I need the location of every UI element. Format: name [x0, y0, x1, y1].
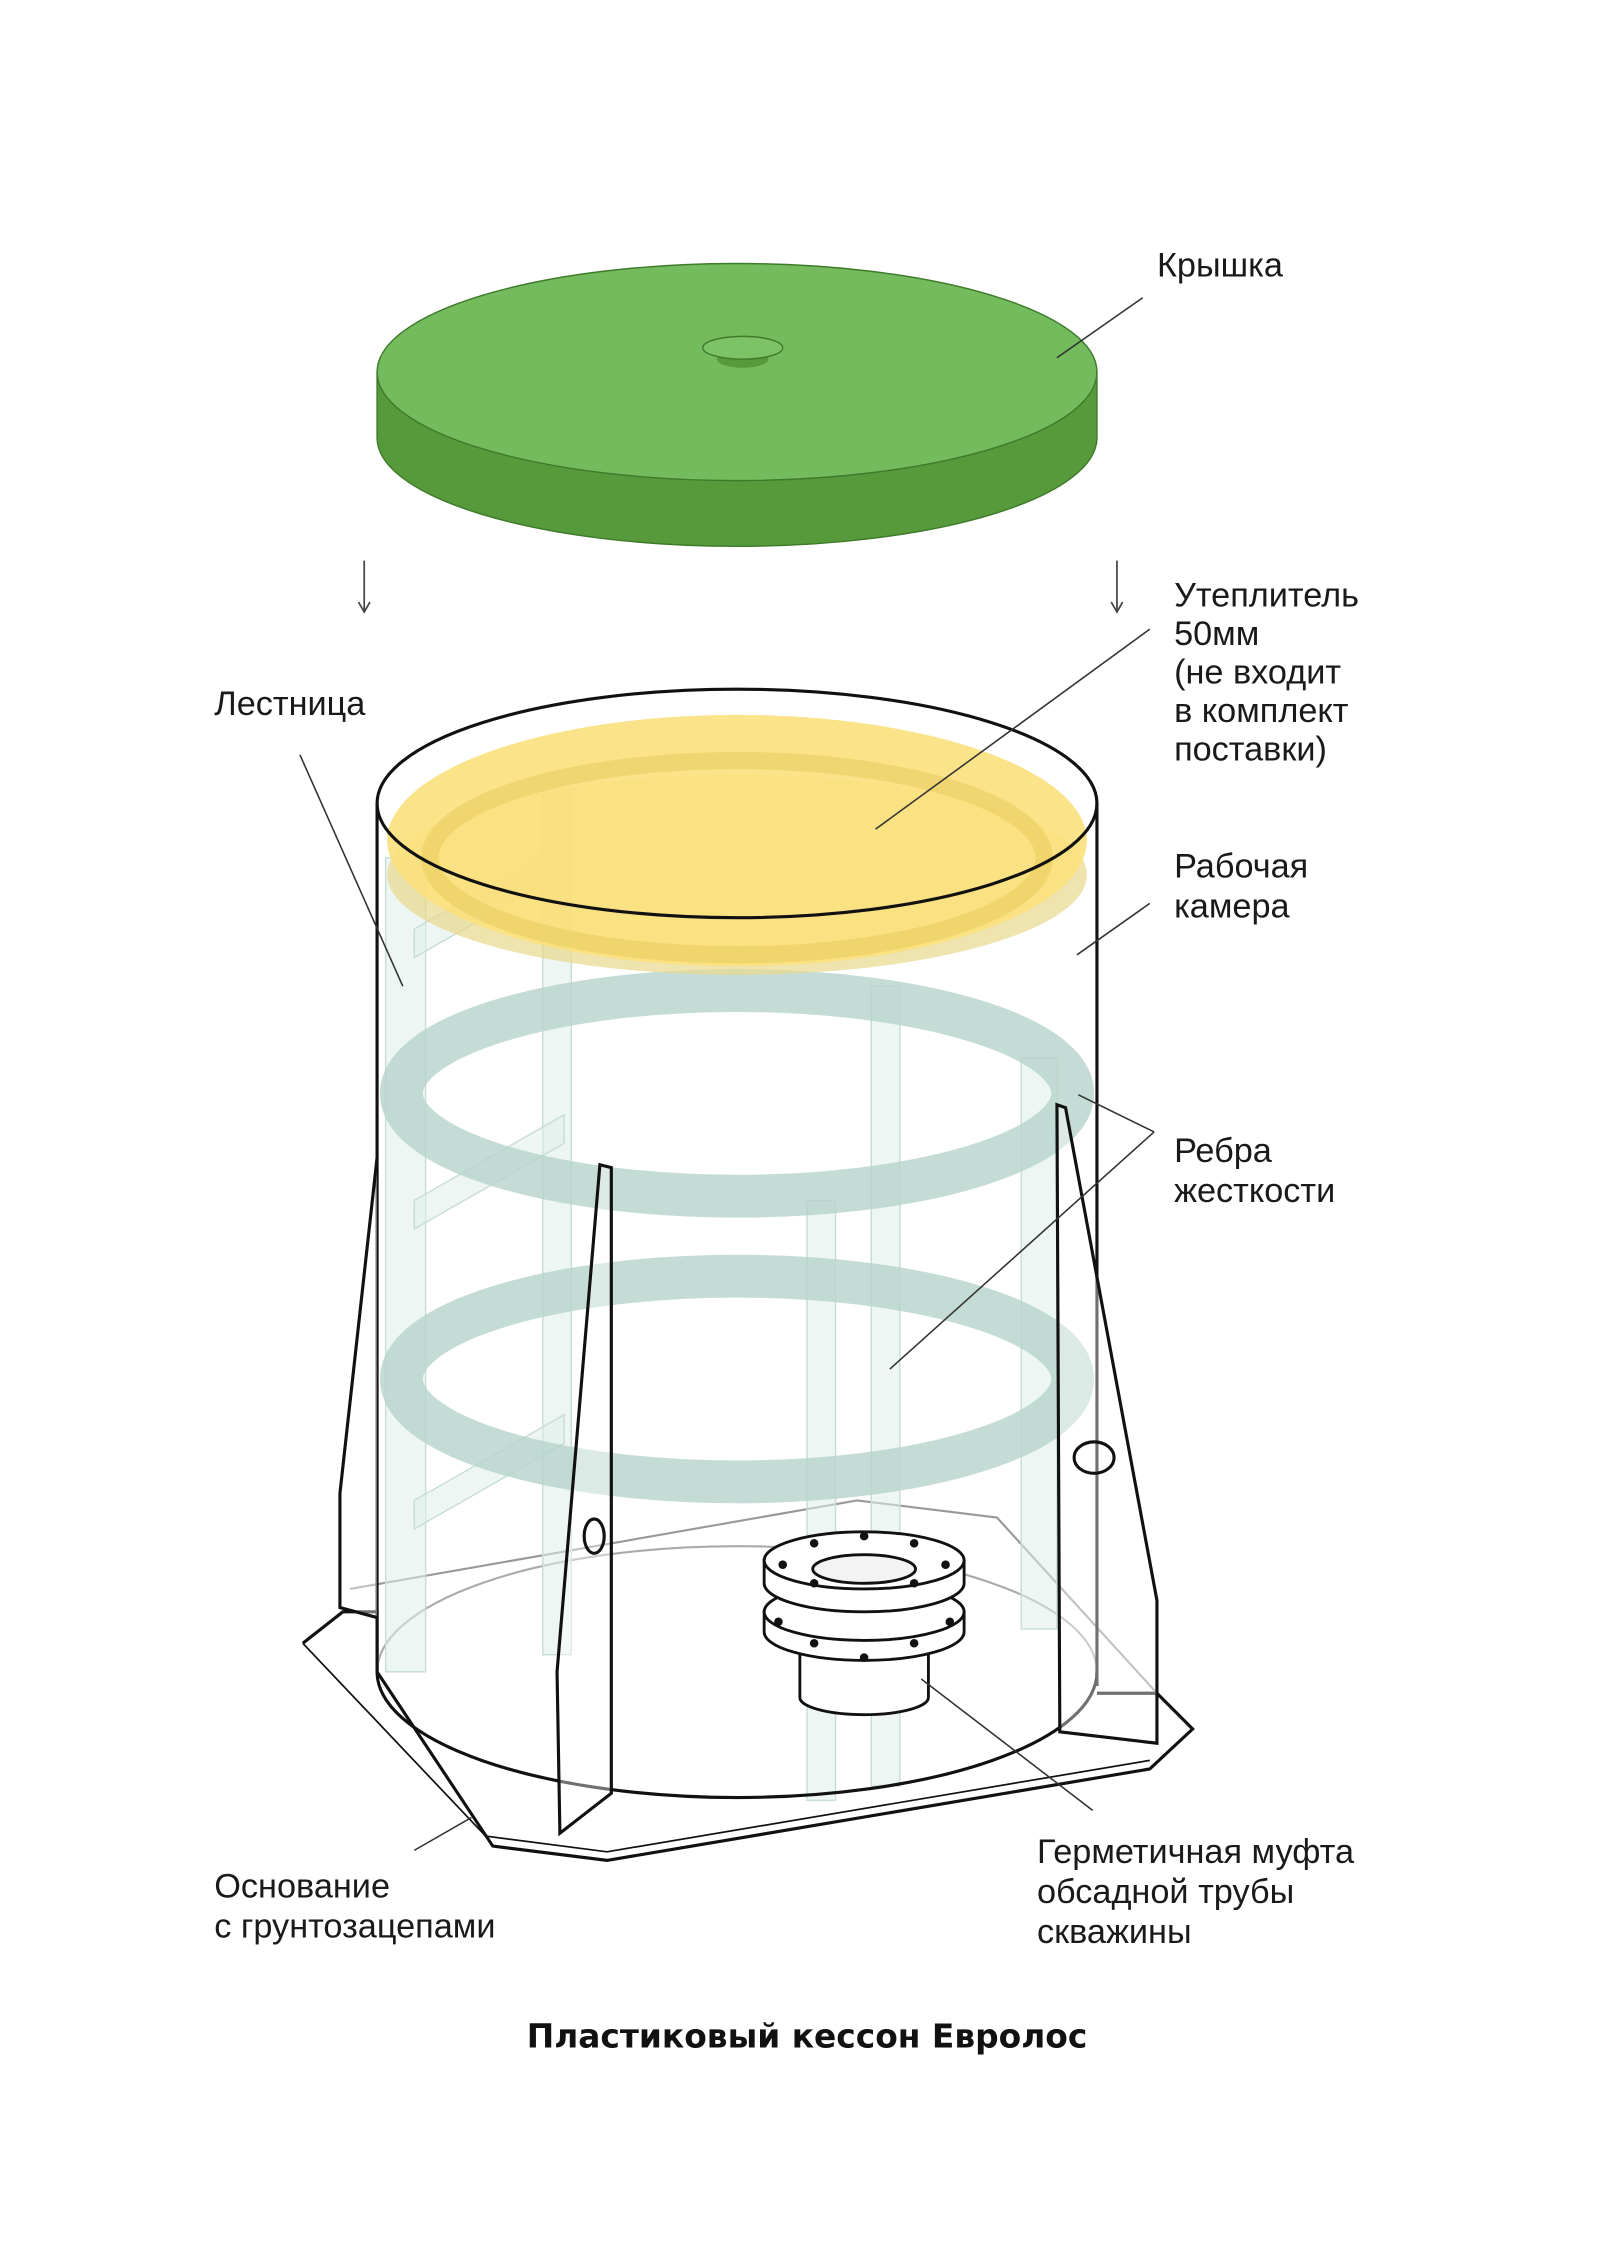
down-arrow-icon [357, 560, 1124, 614]
label-lid: Крышка [1157, 246, 1284, 284]
chamber-cylinder [375, 687, 1099, 1800]
leader-lines [299, 297, 1155, 1852]
label-chamber: Рабочая камера [1174, 848, 1318, 926]
well-coupling [762, 1530, 966, 1717]
lid [376, 262, 1098, 548]
label-ribs: Ребра жесткости [1174, 1132, 1335, 1210]
label-insulation: Утеплитель 50мм (не входит в комплект по… [1174, 576, 1368, 768]
diagram-title: Пластиковый кессон Евролос [527, 2017, 1088, 2055]
stiffening-rings [379, 969, 1095, 1504]
label-ladder: Лестница [214, 685, 366, 723]
ground-fins [338, 1102, 1159, 1837]
label-base: Основание с грунтозацепами [214, 1868, 495, 1946]
label-coupling: Герметичная муфта обсадной трубы скважин… [1037, 1833, 1364, 1951]
insulation-disc [387, 714, 1087, 975]
